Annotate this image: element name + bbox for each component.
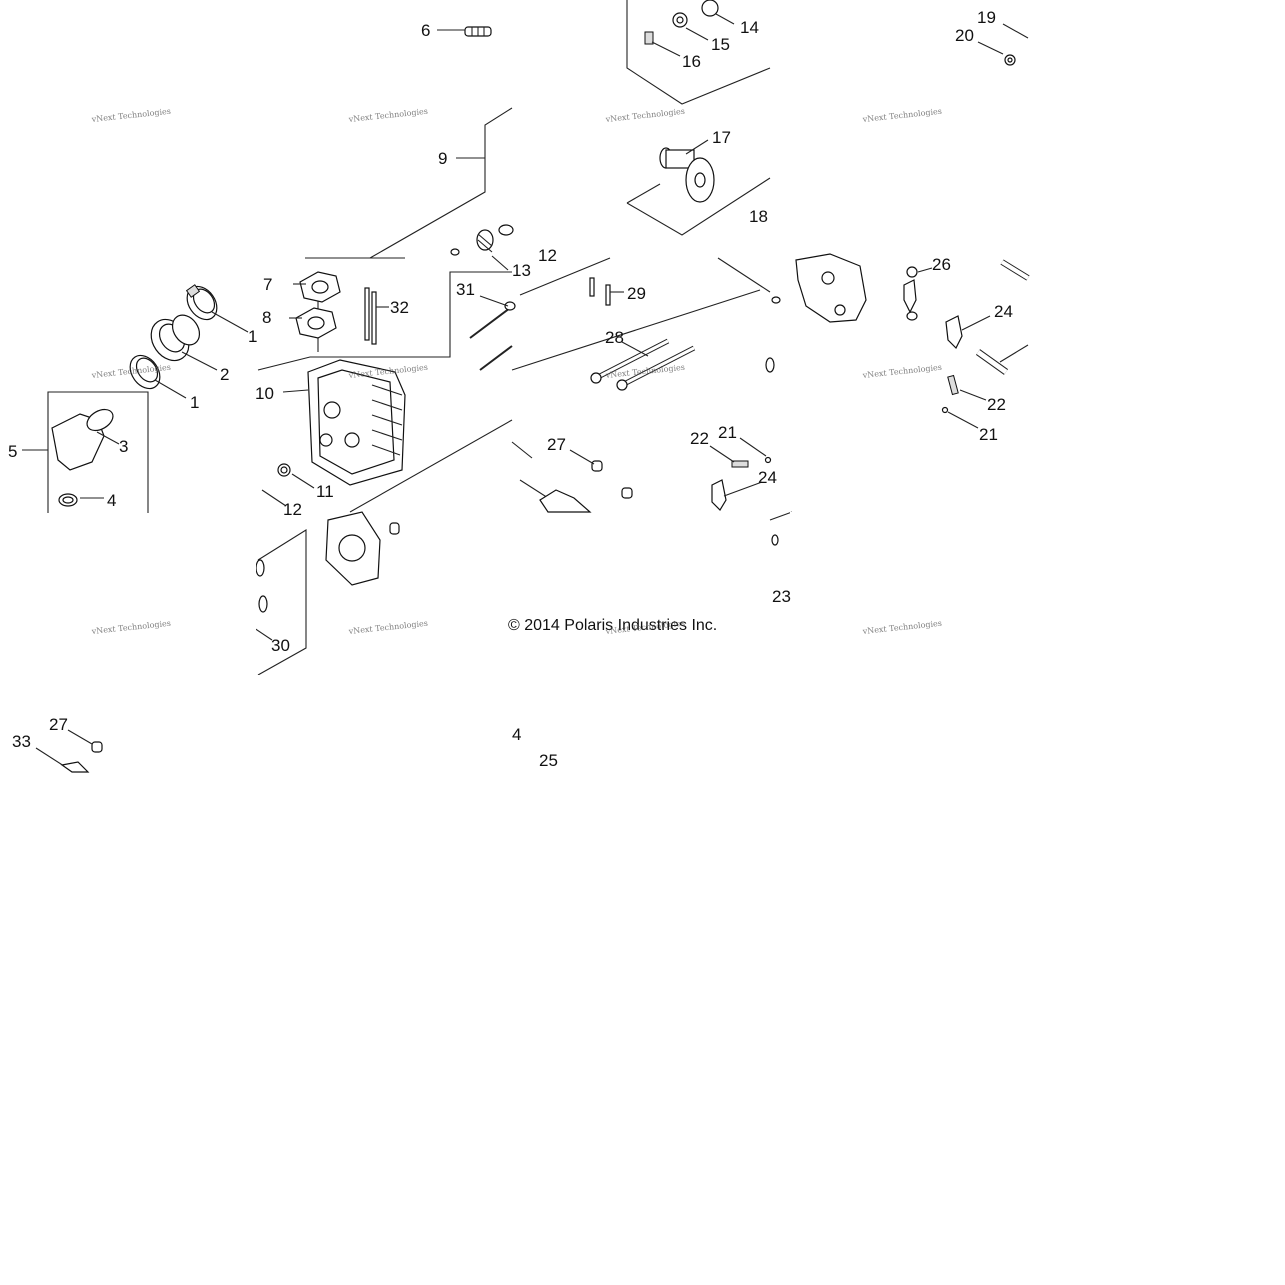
- nut-part-20: [1004, 54, 1016, 66]
- callout-19: 19: [977, 8, 996, 27]
- hose-clamp-part: [185, 284, 218, 321]
- callout-22: 22: [690, 429, 709, 448]
- callout-29: 29: [627, 284, 646, 303]
- callout-4-partial: 4: [512, 725, 521, 744]
- adjuster-screw-part: [731, 374, 959, 468]
- parts: [51, 0, 1030, 773]
- callout-1: 1: [248, 327, 257, 346]
- callout-17: 17: [712, 128, 731, 147]
- callout-2: 2: [220, 365, 229, 384]
- intake-manifold-part: [51, 408, 114, 507]
- callout-27: 27: [49, 715, 68, 734]
- callout-33: 33: [12, 732, 31, 751]
- pin-part: [91, 460, 633, 753]
- callout-24: 24: [994, 302, 1013, 321]
- hose-clamp-part-lower: [129, 354, 161, 390]
- callout-28: 28: [605, 328, 624, 347]
- valve-spring-part: [450, 224, 514, 256]
- callout-8: 8: [262, 308, 271, 327]
- callout-7: 7: [263, 275, 272, 294]
- camshaft-part: [659, 147, 715, 203]
- watermark: vNext Technologies: [861, 363, 942, 380]
- callout-5: 5: [8, 442, 17, 461]
- intake-boot-part: [150, 314, 201, 362]
- callout-21: 21: [979, 425, 998, 444]
- callout-4: 4: [107, 491, 116, 510]
- callout-6: 6: [421, 21, 430, 40]
- assembly-outlines: [22, 0, 1029, 676]
- watermark: vNext Technologies: [347, 107, 428, 124]
- rocker-housing-part: [765, 253, 867, 373]
- rocker-part: [711, 315, 963, 511]
- callout-27: 27: [547, 435, 566, 454]
- leader-lines: [35, 13, 991, 773]
- cylinder-head-part: [307, 359, 406, 486]
- callout-13: 13: [512, 261, 531, 280]
- watermark: vNext Technologies: [861, 107, 942, 124]
- callout-16: 16: [682, 52, 701, 71]
- callout-3: 3: [119, 437, 128, 456]
- rocker-arm-part: [903, 266, 918, 321]
- callout-30: 30: [271, 636, 290, 655]
- callout-25: 25: [539, 751, 558, 770]
- callout-32: 32: [390, 298, 409, 317]
- callout-23: 23: [772, 587, 791, 606]
- callout-11: 11: [316, 482, 334, 501]
- callout-21: 21: [718, 423, 737, 442]
- callout-31: 31: [456, 280, 475, 299]
- callout-15: 15: [711, 35, 730, 54]
- watermark: vNext Technologies: [604, 107, 685, 124]
- callout-22: 22: [987, 395, 1006, 414]
- o-ring-part: [255, 559, 268, 613]
- callout-18: 18: [749, 207, 768, 226]
- nut-part: [277, 463, 291, 477]
- misc-small-part: [60, 534, 779, 773]
- callout-1: 1: [190, 393, 199, 412]
- gasket-part: [295, 271, 341, 339]
- callout-12-partial: 12: [538, 246, 557, 265]
- rocker-parts: [644, 0, 719, 45]
- callout-9: 9: [438, 149, 447, 168]
- valve-part: [469, 301, 516, 371]
- dowel-pin-part: [589, 277, 611, 306]
- long-bolt-part: [590, 338, 696, 391]
- lower-housing-part: [539, 489, 592, 513]
- rocker-shaft-part: [975, 259, 1030, 375]
- spark-plug-part: [464, 26, 492, 37]
- callout-labels: 1 1 2 3 4 5 6 7 8 9 10 11 12 13 14 15 16…: [8, 8, 1013, 770]
- callout-12: 12: [283, 500, 302, 519]
- callout-10: 10: [255, 384, 274, 403]
- callout-26: 26: [932, 255, 951, 274]
- callout-24: 24: [758, 468, 777, 487]
- stud-part: [364, 287, 377, 345]
- head-gasket-part: [325, 511, 400, 586]
- callout-14: 14: [740, 18, 759, 37]
- callout-20: 20: [955, 26, 974, 45]
- watermark: vNext Technologies: [90, 107, 171, 124]
- copyright-notice: © 2014 Polaris Industries Inc.: [508, 617, 717, 634]
- watermark: vNext Technologies: [347, 619, 428, 636]
